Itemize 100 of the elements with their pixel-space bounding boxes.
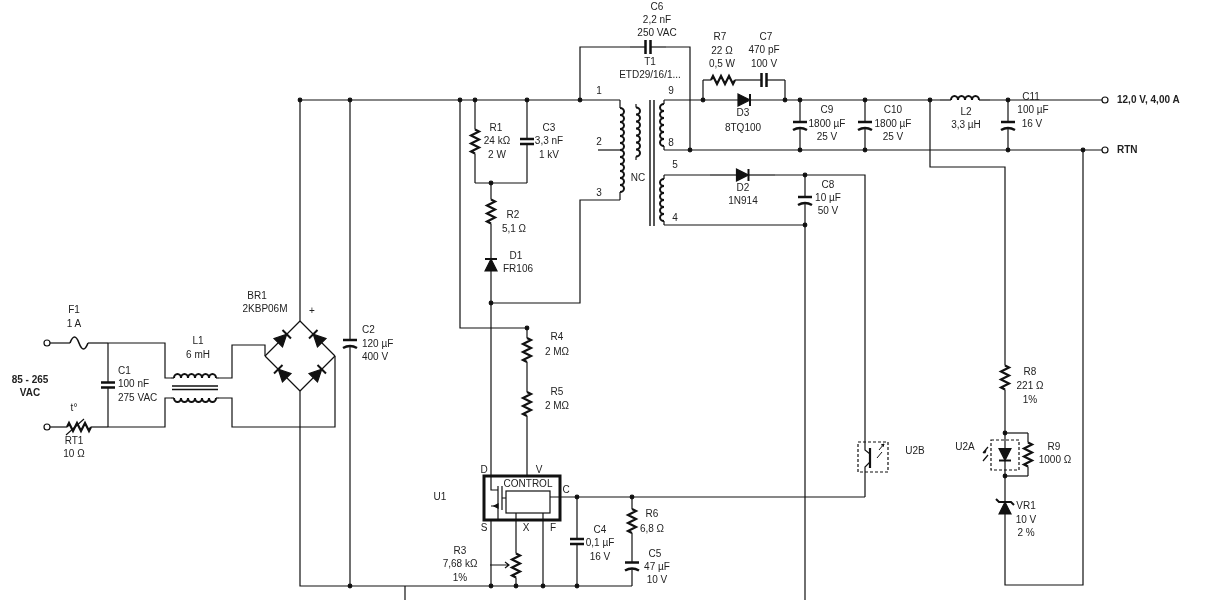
component-value: 16 V (589, 552, 611, 562)
block-label: CONTROL (503, 479, 553, 489)
component-value: 7,68 kΩ (442, 559, 478, 569)
component-value: 1% (1022, 395, 1038, 405)
component-value: 10 V (646, 575, 668, 585)
component-label: R4 (550, 332, 564, 342)
component-value: 400 V (362, 352, 389, 362)
component-label: BR1 (247, 291, 267, 301)
component-value: 0,1 µF (585, 538, 615, 548)
component-value: 16 V (1021, 119, 1043, 129)
component-label: R9 (1047, 442, 1061, 452)
component-label: R1 (489, 123, 503, 133)
component-value: 2 % (1017, 528, 1035, 538)
component-label: R5 (550, 387, 564, 397)
component-value: 25 V (882, 132, 904, 142)
component-value: 1800 µF (874, 119, 912, 129)
component-label: R8 (1023, 367, 1037, 377)
component-value: ETD29/16/1... (619, 70, 681, 80)
pin-label: 3 (596, 188, 602, 198)
component-value: 47 µF (644, 562, 670, 572)
component-value: 50 V (817, 206, 839, 216)
pin-label: 4 (672, 213, 678, 223)
component-value: 250 VAC (637, 28, 677, 38)
component-value: 5,1 Ω (501, 224, 527, 234)
component-value: 1 A (66, 319, 82, 329)
terminal-label: 85 - 265 (11, 375, 49, 385)
component-label: VR1 (1016, 501, 1036, 511)
terminal-label: 12,0 V, 4,00 A (1117, 95, 1180, 105)
component-label: C9 (820, 105, 834, 115)
pin-label: F (549, 523, 557, 533)
polarity-mark: + (309, 306, 315, 316)
component-label: T1 (644, 57, 656, 67)
terminal-label: RTN (1117, 145, 1138, 155)
component-label: RT1 (64, 436, 84, 446)
pin-label: 9 (668, 86, 674, 96)
component-value: 275 VAC (118, 393, 158, 403)
component-value: 10 Ω (63, 449, 85, 459)
component-value: 1N914 (728, 196, 758, 206)
component-value: 1% (452, 573, 468, 583)
component-label: C4 (593, 525, 607, 535)
component-value: 100 µF (1017, 105, 1049, 115)
component-value: 470 pF (748, 45, 780, 55)
pin-label: S (480, 523, 488, 533)
component-value: 2 W (488, 150, 506, 160)
component-label: C10 (883, 105, 903, 115)
component-label: C6 (650, 2, 664, 12)
component-value: 3,3 nF (534, 136, 564, 146)
component-value: 25 V (816, 132, 838, 142)
component-label: F1 (68, 305, 80, 315)
pin-label: X (522, 523, 530, 533)
component-value: 10 µF (815, 193, 841, 203)
component-label: D2 (736, 183, 750, 193)
component-value: 2 MΩ (544, 347, 570, 357)
component-label: U2B (905, 446, 925, 456)
component-label: L2 (960, 107, 972, 117)
component-label: t° (70, 403, 78, 413)
component-label: D3 (736, 108, 750, 118)
pin-label: 1 (596, 86, 602, 96)
pin-label: C (562, 485, 570, 495)
component-value: 3,3 µH (951, 120, 981, 130)
component-label: C5 (648, 549, 662, 559)
component-value: 8TQ100 (724, 123, 762, 133)
component-value: 6 mH (186, 350, 210, 360)
component-value: 1 kV (539, 150, 559, 160)
component-label: C8 (821, 180, 835, 190)
component-value: 6,8 Ω (639, 524, 665, 534)
terminal-label: VAC (19, 388, 41, 398)
component-label: C1 (118, 366, 131, 376)
component-label: C2 (362, 325, 375, 335)
pin-label: V (535, 465, 543, 475)
pin-label: 5 (672, 160, 678, 170)
component-value: 1000 Ω (1038, 455, 1072, 465)
pin-label: NC (630, 173, 646, 183)
component-label: D1 (509, 251, 523, 261)
component-value: 22 Ω (711, 46, 733, 56)
component-label: C11 (1022, 92, 1040, 102)
component-value: 120 µF (362, 339, 394, 349)
pin-label: 2 (596, 137, 602, 147)
component-value: 2KBP06M (242, 304, 288, 314)
component-label: R3 (453, 546, 467, 556)
pin-label: D (480, 465, 488, 475)
component-value: FR106 (503, 264, 533, 274)
component-label: R2 (506, 210, 520, 220)
component-label: L1 (192, 336, 204, 346)
component-value: 0,5 W (708, 59, 736, 69)
component-value: 1800 µF (808, 119, 846, 129)
component-value: 24 kΩ (483, 136, 511, 146)
component-label: C3 (542, 123, 556, 133)
component-value: 100 V (750, 59, 778, 69)
component-value: 2,2 nF (642, 15, 672, 25)
component-label: R6 (645, 509, 659, 519)
pin-label: 8 (668, 138, 674, 148)
component-value: 221 Ω (1016, 381, 1044, 391)
component-label: U1 (433, 492, 447, 502)
component-label: U2A (955, 442, 975, 452)
component-label: C7 (759, 32, 773, 42)
component-value: 100 nF (118, 379, 150, 389)
component-value: 10 V (1015, 515, 1037, 525)
component-label: R7 (713, 32, 727, 42)
component-value: 2 MΩ (544, 401, 570, 411)
